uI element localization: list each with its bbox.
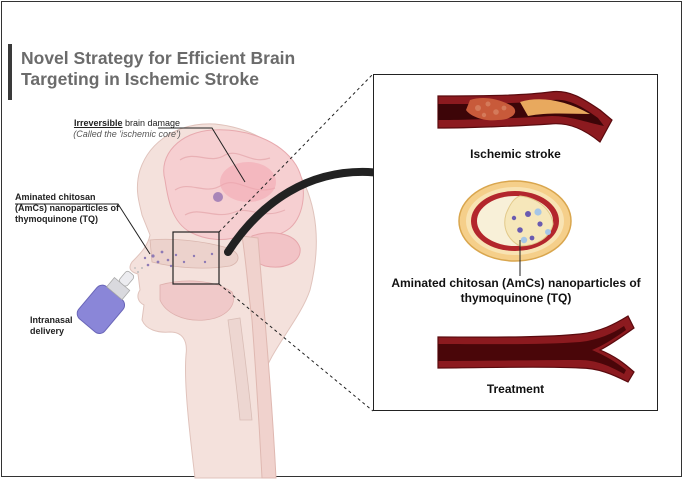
nasal-spray-bottle (76, 270, 135, 334)
vessel-cross-section (458, 180, 572, 276)
occluded-vessel (437, 90, 613, 143)
brain-damage-leader (158, 127, 246, 183)
title-line-1: Novel Strategy for Efficient Brain (21, 48, 296, 68)
brain-damage-rest: brain damage (122, 118, 181, 128)
figure-title: Novel Strategy for Efficient Brain Targe… (21, 48, 321, 90)
brain-damage-note: (Called the 'ischemic core') (73, 129, 181, 139)
title-accent-bar (8, 44, 12, 100)
intranasal-label: Intranasal delivery (30, 315, 73, 336)
ischemic-stroke-caption: Ischemic stroke (470, 147, 561, 161)
treated-vessel (437, 315, 635, 383)
brain-damage-label: Irreversible brain damage (Called the 'i… (52, 118, 202, 140)
brain-damage-word: Irreversible (73, 118, 123, 128)
nanoparticle-caption: Aminated chitosan (AmCs) nanoparticles o… (391, 276, 641, 305)
nanoparticle-dots (143, 250, 214, 268)
title-line-2: Targeting in Ischemic Stroke (21, 69, 259, 89)
brainstem (241, 235, 277, 479)
amcs-label: Aminated chitosan (AmCs) nanoparticles o… (15, 192, 120, 224)
zoom-region (172, 231, 220, 285)
treatment-caption: Treatment (486, 382, 545, 396)
amcs-leader (15, 203, 151, 255)
ischemic-core (213, 192, 223, 202)
